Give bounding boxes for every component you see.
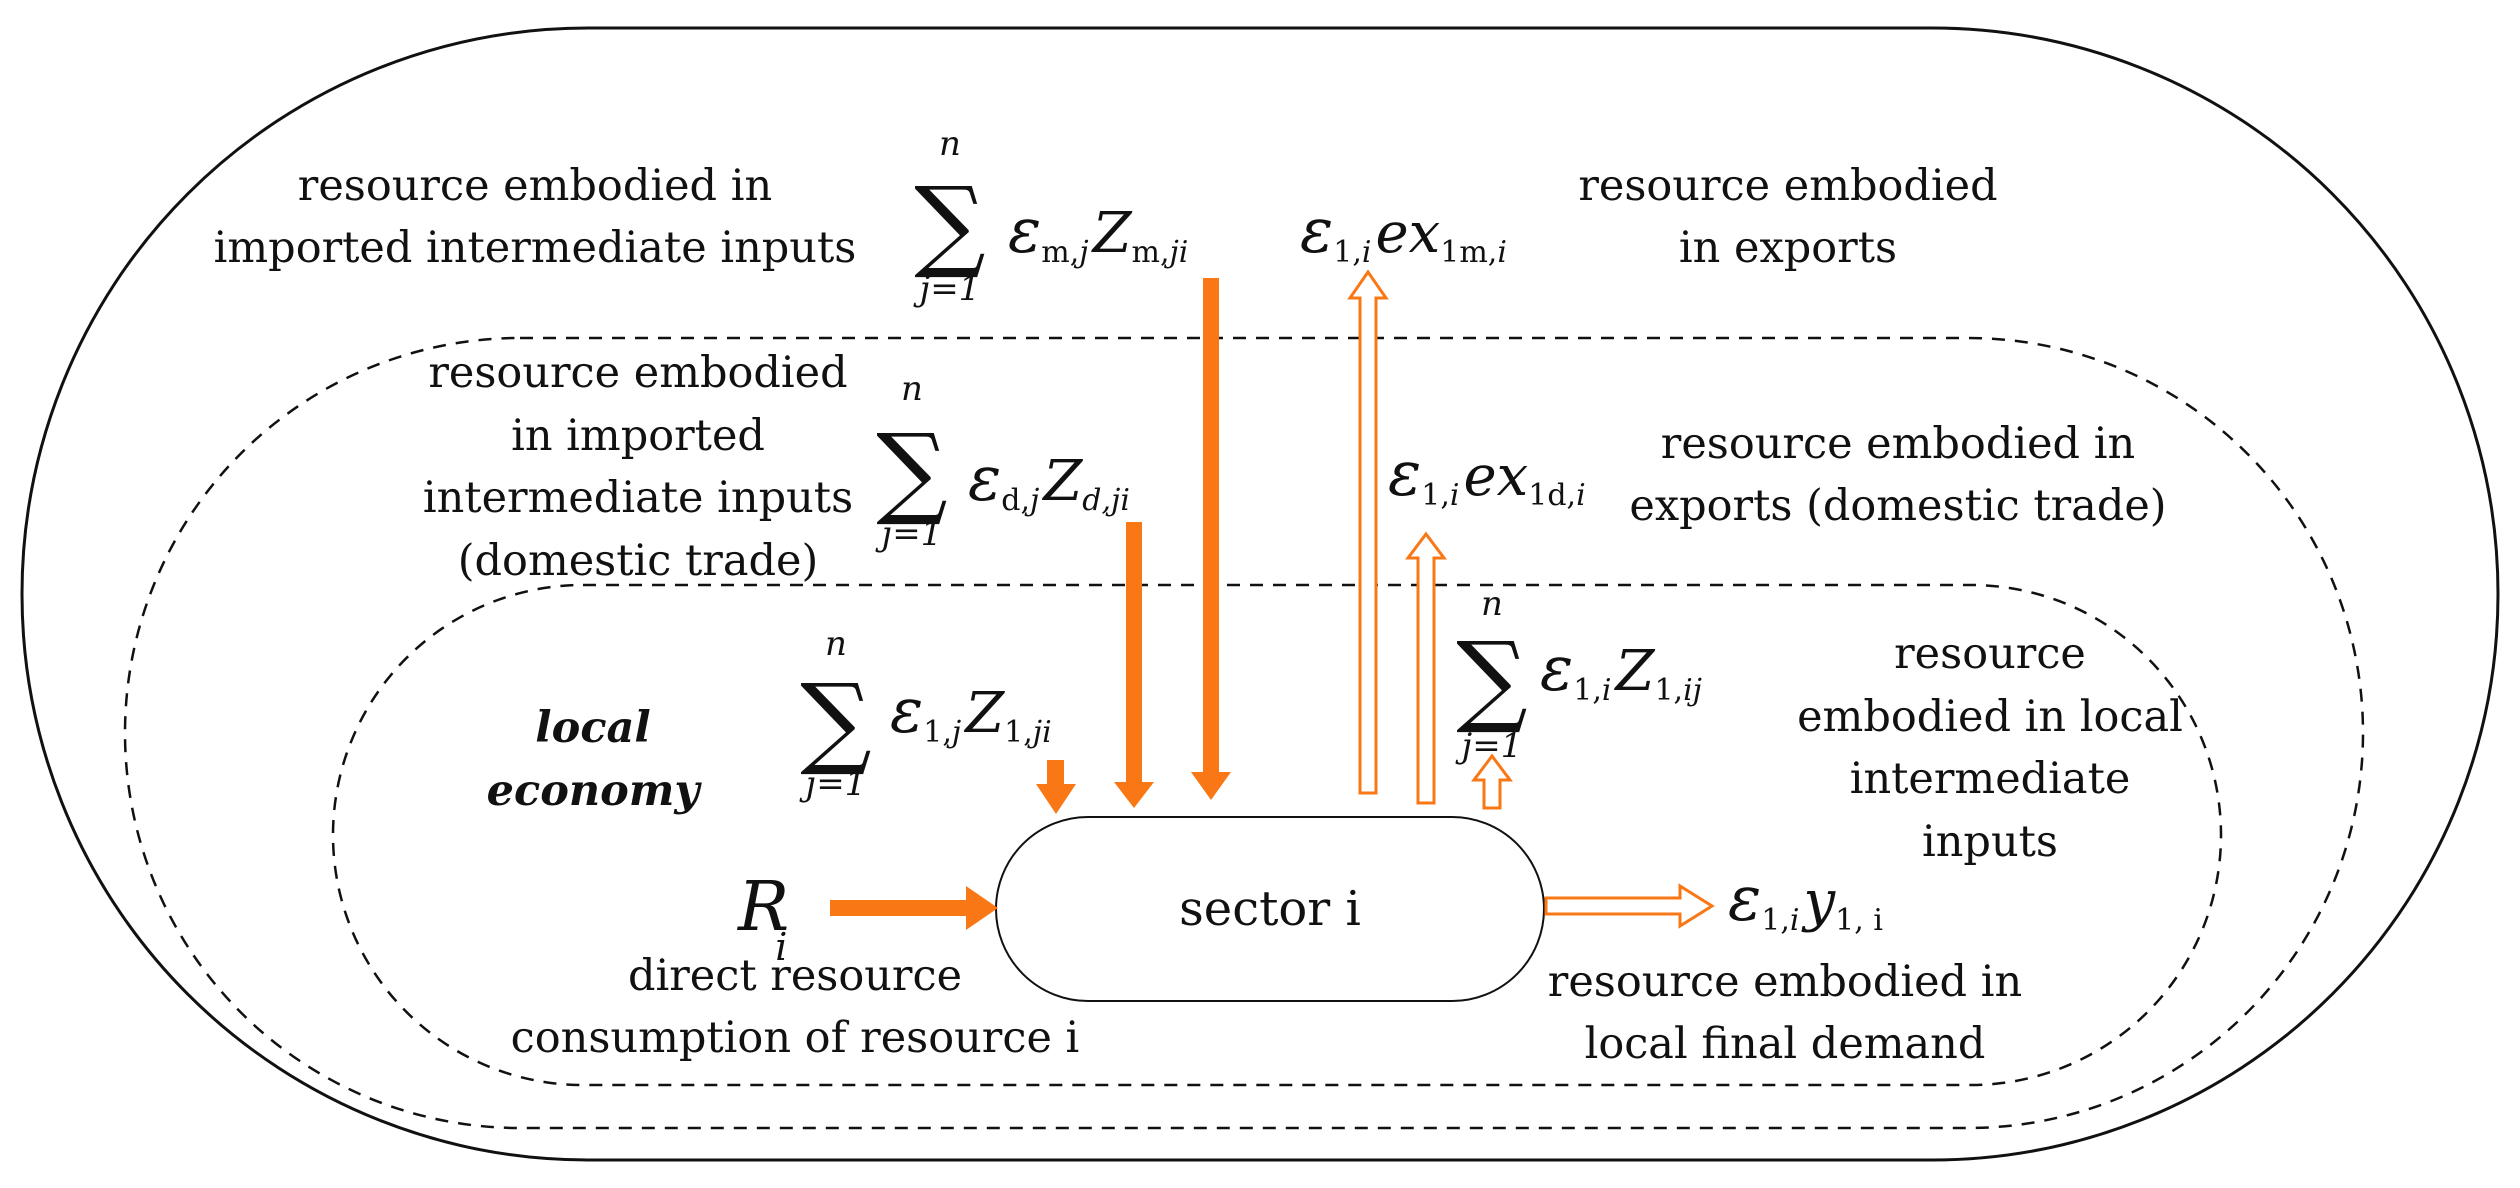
sector-label: sector i	[1179, 881, 1361, 937]
svg-text:∑: ∑	[800, 662, 871, 779]
domestic-import-label-3: intermediate inputs	[423, 473, 853, 523]
imported-input-arrow	[1191, 278, 1231, 800]
local-intermediate-label-3: intermediate	[1850, 754, 2131, 804]
final-demand-label-1: resource embodied in	[1548, 957, 2022, 1007]
exports-arrow	[1347, 269, 1389, 795]
imported-label-1: resource embodied in	[298, 161, 772, 211]
svg-text:ε1,iex1m,i: ε1,iex1m,i	[1300, 194, 1507, 270]
local-intermediate-label-4: inputs	[1922, 817, 2058, 867]
exports-label-1: resource embodied	[1578, 161, 1997, 211]
final-demand-label-2: local final demand	[1585, 1019, 1986, 1069]
local-economy-label-2: economy	[487, 766, 703, 816]
svg-text:Ri: Ri	[736, 868, 789, 969]
local-intermediate-label-2: embodied in local	[1797, 692, 2183, 742]
domestic-export-label-1: resource embodied in	[1661, 419, 2135, 469]
local-input-formula: n ∑ j=1 ε1,jZ1,ji	[799, 624, 1052, 804]
svg-text:εm,jZm,ji: εm,jZm,ji	[1008, 194, 1188, 270]
svg-text:n: n	[901, 369, 923, 409]
direct-label-1: direct resource	[628, 951, 962, 1001]
svg-text:n: n	[825, 624, 847, 664]
local-intermediate-label-1: resource	[1894, 629, 2086, 679]
direct-label-2: consumption of resource i	[511, 1013, 1080, 1063]
domestic-export-arrow	[1405, 531, 1447, 805]
svg-text:j=1: j=1	[875, 514, 943, 554]
svg-text:j=1: j=1	[1455, 726, 1523, 766]
domestic-import-label-1: resource embodied	[428, 348, 847, 398]
svg-text:ε1,iy1, i: ε1,iy1, i	[1728, 862, 1883, 938]
svg-text:∑: ∑	[876, 412, 947, 529]
local-input-arrow	[1036, 760, 1076, 814]
svg-text:n: n	[939, 124, 961, 164]
outer-boundary	[20, 26, 2500, 1162]
svg-text:ε1,iZ1,ij: ε1,iZ1,ij	[1540, 632, 1702, 708]
svg-text:∑: ∑	[914, 165, 985, 282]
svg-text:j=1: j=1	[799, 764, 867, 804]
final-demand-arrow	[1544, 883, 1715, 929]
exports-formula: ε1,iex1m,i	[1300, 194, 1507, 270]
domestic-export-label-2: exports (domestic trade)	[1629, 481, 2166, 531]
svg-text:ε1,jZ1,ji: ε1,jZ1,ji	[890, 674, 1052, 750]
local-intermediate-arrow	[1471, 753, 1513, 810]
domestic-import-arrow	[1114, 522, 1154, 808]
svg-text:∑: ∑	[1456, 620, 1527, 737]
local-intermediate-formula: n ∑ j=1 ε1,iZ1,ij	[1455, 584, 1702, 766]
domestic-export-formula: ε1,iex1d,i	[1388, 437, 1586, 513]
domestic-import-label-2: in imported	[511, 411, 765, 461]
domestic-import-label-4: (domestic trade)	[458, 536, 818, 586]
direct-resource-formula: Ri	[736, 868, 789, 969]
svg-text:j=1: j=1	[913, 269, 981, 309]
domestic-import-formula: n ∑ j=1 εd,jZd,ji	[875, 369, 1130, 554]
svg-text:n: n	[1481, 584, 1503, 624]
local-economy-boundary	[331, 583, 2223, 1087]
svg-text:εd,jZd,ji: εd,jZd,ji	[968, 442, 1130, 518]
exports-label-2: in exports	[1679, 223, 1897, 273]
direct-resource-arrow	[830, 886, 998, 930]
final-demand-formula: ε1,iy1, i	[1728, 862, 1883, 938]
imported-formula: n ∑ j=1 εm,jZm,ji	[913, 124, 1189, 309]
imported-label-2: imported intermediate inputs	[214, 223, 857, 273]
local-economy-label-1: local	[535, 703, 650, 753]
svg-text:ε1,iex1d,i: ε1,iex1d,i	[1388, 437, 1586, 513]
domestic-boundary	[123, 336, 2365, 1130]
